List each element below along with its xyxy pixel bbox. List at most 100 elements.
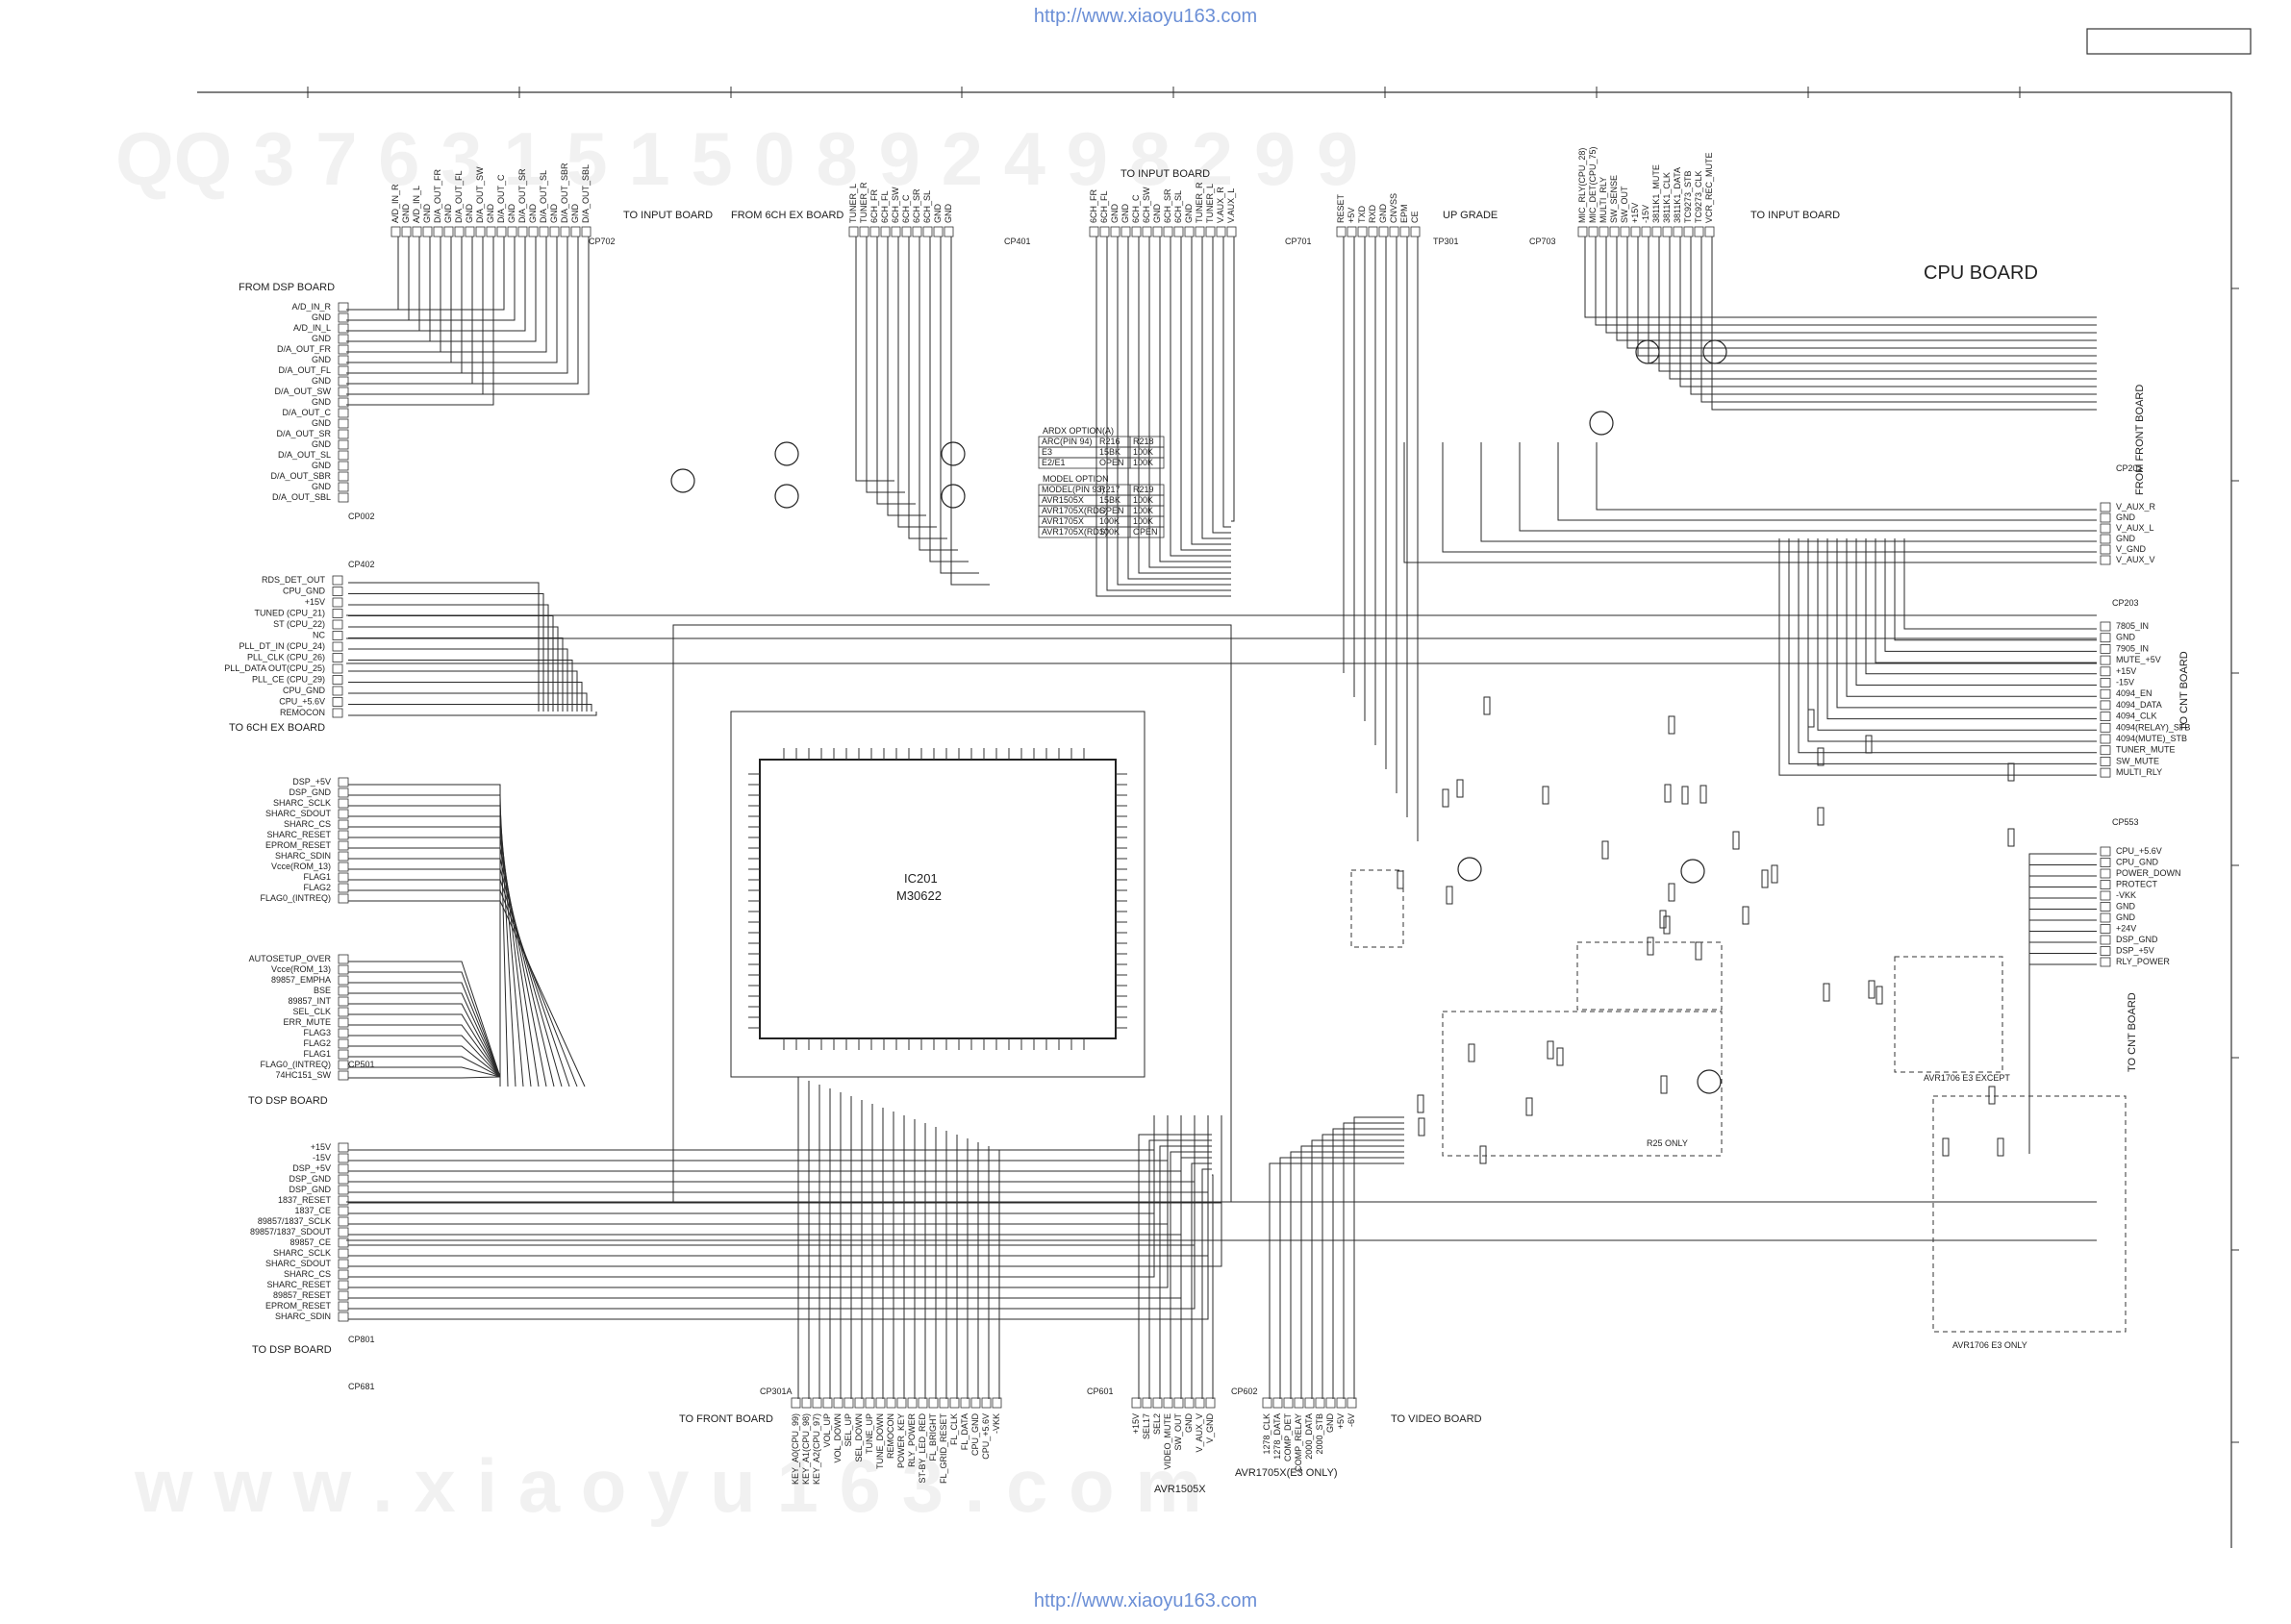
top-input-pins-pin: D/A_OUT_C [496, 174, 506, 223]
dsp3-pins-pin: SHARC_RESET [266, 1280, 331, 1289]
connector-ref: CP203 [2112, 598, 2139, 608]
label-to-dsp-board-1: TO DSP BOARD [248, 1095, 328, 1107]
connector-ref: CP601 [1087, 1387, 1114, 1396]
connector-ref: CP702 [589, 237, 616, 246]
bottom-front-pins-pin: SEL_DOWN [854, 1413, 864, 1462]
bottom-front-pins-pin: KEY_A0(CPU_99) [791, 1413, 800, 1485]
connector-ref: CP002 [348, 512, 375, 521]
cnt2-pins-pin: GND [2116, 912, 2136, 922]
dsp3-pins-pin: SHARC_SDOUT [265, 1259, 332, 1268]
top-input3-pins-pin: MULTI_RLY [1599, 177, 1608, 223]
dsp2-pins: AUTOSETUP_OVERVcce(ROM_13)89857_EMPHABSE… [249, 954, 349, 1081]
top-6ch-pins-pin: 6CH_C [901, 194, 911, 223]
rds-pins-pin: PLL_CE (CPU_29) [252, 675, 325, 685]
connector-ref: CP681 [348, 1382, 375, 1391]
connector-ref: CP301A [760, 1387, 793, 1396]
from-dsp-pins-pin: GND [312, 334, 332, 343]
bottom-front-pins-pin: FL_CLK [949, 1413, 959, 1445]
cnt2-pins-pin: PROTECT [2116, 880, 2158, 889]
bottom-601-pins-pin: +15V [1131, 1413, 1141, 1434]
bottom-601-pins-pin: VIDEO_MUTE [1163, 1413, 1172, 1470]
top-upgrade-pins-pin: CNVSS [1389, 193, 1398, 223]
cnt1-pins: 7805_INGND7905_INMUTE_+5V+15V-15V4094_EN… [2100, 621, 2190, 778]
top-input-pins-pin: GND [570, 204, 580, 224]
option-table-a-cell: R216 [1099, 437, 1120, 446]
dsp2-pins-pin: Vcce(ROM_13) [271, 964, 331, 974]
top-upgrade-pins-pin: RXD [1368, 204, 1377, 223]
cnt2-pins-pin: CPU_+5.6V [2116, 846, 2162, 856]
connector-ref: CP401 [1004, 237, 1031, 246]
option-table-b-cell: 100K [1099, 527, 1120, 537]
cnt2-pins-pin: POWER_DOWN [2116, 868, 2181, 878]
dsp3-pins-pin: DSP_+5V [292, 1163, 331, 1173]
option-table-a-cell: R218 [1133, 437, 1154, 446]
dsp1-pins-pin: FLAG0_(INTREQ) [260, 893, 331, 903]
ic-part: M30622 [896, 888, 942, 903]
bottom-front-pins-pin: VOL_UP [822, 1413, 832, 1448]
option-table-b-cell: AVR1705X [1042, 516, 1084, 526]
cnt2-pins: CPU_+5.6VCPU_GNDPOWER_DOWNPROTECT-VKKGND… [2100, 846, 2181, 967]
label-to-cnt-board-2: TO CNT BOARD [2127, 992, 2138, 1072]
label-to-front-board: TO FRONT BOARD [679, 1413, 773, 1425]
top-6ch-pins-pin: 6CH_SW [891, 187, 900, 223]
transistor-symbol [1635, 339, 1660, 364]
option-table-b-cell: AVR1505X [1042, 495, 1084, 505]
connector-ref: CP701 [1285, 237, 1312, 246]
label-from-front-board: FROM FRONT BOARD [2134, 385, 2146, 495]
transistor-symbol [1457, 857, 1482, 882]
top-input-pins-pin: D/A_OUT_SL [539, 170, 548, 223]
transistor-symbol [941, 484, 966, 509]
top-input-pins-pin: D/A_OUT_FL [454, 170, 464, 223]
dsp2-pins-pin: 89857_INT [288, 996, 331, 1006]
ic-ref: IC201 [904, 871, 938, 886]
watermark-site: w w w . x i a o y u 1 6 3 . c o m [135, 1443, 1202, 1528]
top-input-pins-pin: D/A_OUT_SBL [581, 164, 591, 223]
label-to-input-board-2: TO INPUT BOARD [1120, 168, 1210, 180]
dsp1-pins-pin: DSP_GND [289, 787, 331, 797]
top-input2-pins-pin: GND [1152, 204, 1162, 224]
top-input3-pins-pin: 3811K1_CLK [1662, 172, 1672, 223]
bottom-video-pins-pin: -6V [1347, 1413, 1356, 1427]
top-input-pins-pin: A/D_IN_L [412, 186, 421, 223]
dsp3-pins-pin: DSP_GND [289, 1185, 331, 1194]
option-table-b-cell: 100K [1133, 495, 1153, 505]
option-table-b-cell: AVR1705X(RDS) [1042, 527, 1108, 537]
top-input2-pins-pin: GND [1120, 204, 1130, 224]
bottom-front-pins-pin: CPU_+5.6V [981, 1413, 991, 1460]
from-dsp-pins-pin: GND [312, 312, 332, 322]
label-up-grade: UP GRADE [1443, 210, 1498, 221]
dsp3-pins-pin: +15V [311, 1142, 331, 1152]
variant-avr1706-except: AVR1706 E3 EXCEPT [1924, 1073, 2010, 1083]
rds-pins-pin: CPU_GND [283, 686, 326, 695]
label-to-video-board: TO VIDEO BOARD [1391, 1413, 1482, 1425]
label-from-dsp-board: FROM DSP BOARD [239, 282, 335, 293]
connector-ref: CP703 [1529, 237, 1556, 246]
option-table-b-cell: 15BK [1099, 495, 1120, 505]
from-dsp-pins-pin: GND [312, 418, 332, 428]
dsp3-pins-pin: 89857_RESET [273, 1290, 332, 1300]
transistor-symbol [774, 484, 799, 509]
option-table-a-cell: 15BK [1099, 447, 1120, 457]
bottom-front-pins-pin: -VKK [992, 1413, 1001, 1434]
from-dsp-pins-pin: GND [312, 355, 332, 364]
top-6ch-pins-pin: GND [933, 204, 943, 224]
top-input-pins-pin: GND [422, 204, 432, 224]
dsp3-pins-pin: DSP_GND [289, 1174, 331, 1184]
from-dsp-pins-pin: D/A_OUT_C [282, 408, 331, 417]
option-table-a-cell: E3 [1042, 447, 1052, 457]
connector-ref: CP602 [1231, 1387, 1258, 1396]
cnt2-pins-pin: CPU_GND [2116, 858, 2159, 867]
option-table-b-cell: R219 [1133, 485, 1154, 494]
top-upgrade-pins-pin: EPM [1399, 204, 1409, 223]
top-6ch-pins-pin: 6CH_FL [880, 190, 890, 223]
top-6ch-pins-pin: TUNER_R [859, 182, 869, 223]
variant-avr1505x: AVR1505X [1154, 1484, 1206, 1495]
dsp3-pins-pin: SHARC_CS [284, 1269, 331, 1279]
